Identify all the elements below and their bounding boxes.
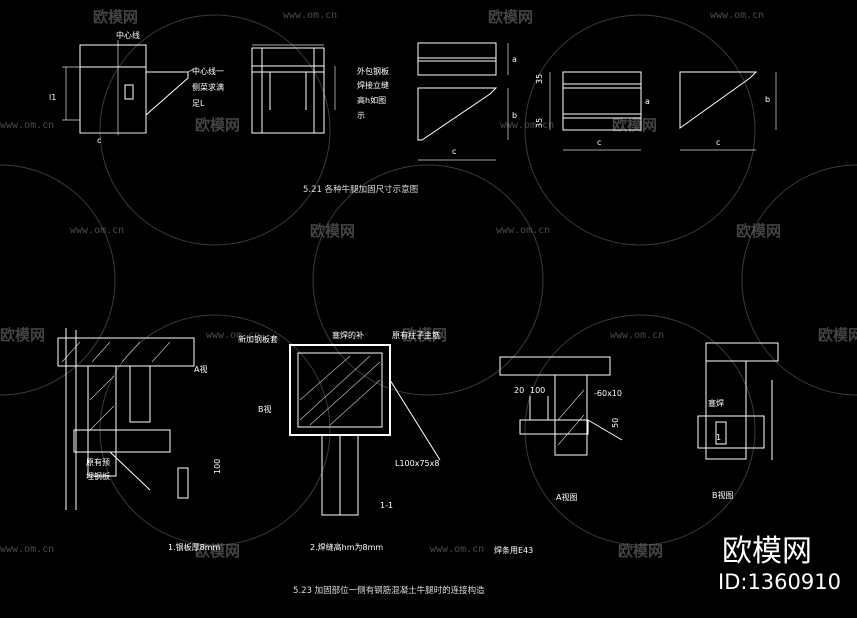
label-orig-plate-1: 原有预 [86, 457, 110, 467]
dim-c: c [716, 138, 720, 147]
dim-b: b [512, 111, 517, 120]
label-new-plate: 新加钢板套 [238, 334, 278, 344]
watermark-circles [0, 14, 857, 546]
fig1-note-3: 足L [192, 99, 205, 108]
dim-c: c [97, 136, 101, 145]
fig1-note-1: 中心线一 [192, 66, 224, 76]
label-orig-plate-2: 埋钢板 [86, 471, 110, 481]
dim-a: a [645, 97, 650, 106]
wm-url: www.om.cn [0, 120, 54, 131]
fig-corbel-5: b c [679, 71, 777, 151]
watermark-id: ID:1360910 [718, 570, 841, 594]
note-2: 2.焊缝高hm为8mm [310, 542, 383, 552]
wm-url: www.om.cn [710, 10, 764, 21]
wm-brand: 欧模网 [93, 8, 138, 26]
wm-brand: 欧模网 [612, 116, 657, 134]
label-orig-col: 原有柱子主筋 [392, 330, 440, 340]
label-plug-weld: 塞焊 [708, 398, 724, 408]
label-weld-fill: 塞焊的补 [332, 330, 364, 340]
fig2-note-2: 焊接立缝 [357, 80, 389, 90]
fig-corbel-3: a b c [417, 42, 517, 161]
dim-c: c [597, 138, 601, 147]
wm-brand: 欧模网 [402, 326, 447, 344]
note-3: 焊条用E43 [494, 545, 533, 555]
fig-a-view: 20 100 -60x10 50 A视图 [499, 356, 623, 502]
dim-35b: 35 [535, 118, 544, 128]
label-section-1-1: 1-1 [380, 501, 393, 510]
wm-url: www.om.cn [283, 10, 337, 21]
label-plate-60: -60x10 [594, 389, 622, 398]
wm-brand: 欧模网 [736, 222, 781, 240]
brand-logo-text: 欧模网 [722, 534, 812, 569]
wm-url: www.om.cn [430, 544, 484, 555]
note-1: 1.钢板厚8mm [168, 542, 221, 552]
fig-b-view: 塞焊 1 B视图 [697, 342, 779, 500]
mark-1: 1 [716, 433, 721, 442]
wm-url: www.om.cn [500, 120, 554, 131]
fig2-note-1: 外包钢板 [357, 66, 389, 76]
wm-brand: 欧模网 [0, 326, 45, 344]
label-centerline: 中心线 [116, 30, 140, 40]
fig2-note-4: 示 [357, 111, 365, 120]
dim-b: b [765, 95, 770, 104]
wm-url: www.om.cn [70, 225, 124, 236]
wm-brand: 欧模网 [818, 326, 857, 344]
wm-brand: 欧模网 [618, 542, 663, 560]
label-b-view: B视 [258, 404, 272, 414]
dim-a: a [512, 55, 517, 64]
watermark-texts: www.om.cn 欧模网 www.om.cn 欧模网 www.om.cn 欧模… [0, 8, 857, 560]
label-angle: L100x75x8 [395, 459, 439, 468]
wm-url: www.om.cn [0, 544, 54, 555]
wm-brand: 欧模网 [195, 116, 240, 134]
title-b-view: B视图 [712, 490, 734, 500]
dim-50: 50 [611, 418, 620, 428]
dim-l1: l1 [49, 93, 56, 102]
fig-corbel-2: 外包钢板 焊接立缝 高h如图 示 [251, 44, 389, 134]
bottom-caption: 5.23 加固部位一侧有钢筋混凝土牛腿时的连接构造 [293, 585, 485, 596]
dim-c: c [452, 147, 456, 156]
fig-corbel-1: 中心线 l1 c 中心线一 侧菜求满 足L [49, 30, 224, 145]
wm-url: www.om.cn [496, 225, 550, 236]
fig-elevation: A视 原有预 埋钢板 100 [57, 328, 222, 510]
wm-url: www.om.cn [610, 330, 664, 341]
fig-section-1-1: 新加钢板套 塞焊的补 原有柱子主筋 B视 L100x75x8 1-1 [238, 330, 441, 516]
dim-100b: 100 [530, 386, 545, 395]
title-a-view: A视图 [556, 492, 577, 502]
fig1-note-2: 侧菜求满 [192, 82, 224, 92]
wm-brand: 欧模网 [310, 222, 355, 240]
label-a-view: A视 [194, 364, 207, 374]
dim-35a: 35 [535, 74, 544, 84]
dim-100: 100 [213, 459, 222, 474]
wm-url: www.om.cn [206, 330, 260, 341]
fig2-note-3: 高h如图 [357, 95, 386, 105]
wm-brand: 欧模网 [195, 542, 240, 560]
wm-brand: 欧模网 [488, 8, 533, 26]
top-caption: 5.21 各种牛腿加固尺寸示意图 [303, 184, 418, 195]
dim-20: 20 [514, 386, 524, 395]
fig-corbel-4: 35 35 a c [535, 71, 650, 151]
